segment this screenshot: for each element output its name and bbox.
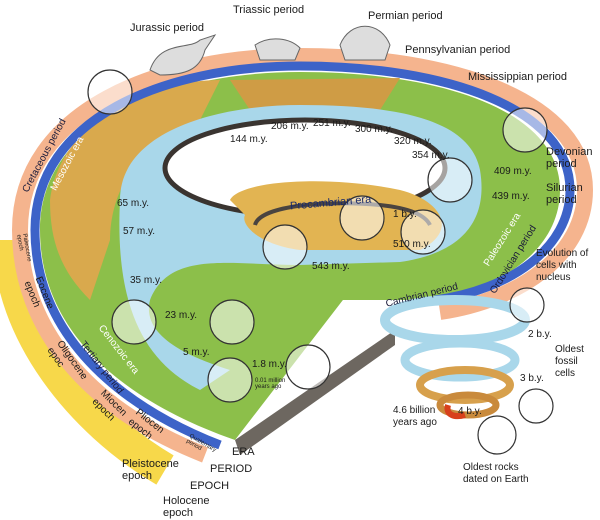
time-1-8: 1.8 m.y. (252, 359, 287, 370)
desert-top (230, 78, 400, 110)
time-3by: 3 b.y. (520, 373, 544, 384)
time-4by: 4 b.y. (458, 406, 482, 417)
time-409: 409 m.y. (494, 166, 532, 177)
trilobite-circle (339, 195, 385, 241)
time-35: 35 m.y. (130, 275, 163, 286)
human-circle (285, 344, 331, 390)
time-320: 320 m.y. (394, 136, 432, 147)
time-543: 543 m.y. (312, 261, 350, 272)
time-0-01: 0.01 million years ago (255, 378, 286, 390)
silurian-label: Silurian period (546, 182, 583, 206)
fossil-cell-circle (518, 388, 554, 424)
time-4-6: 4.6 billion years ago (393, 405, 437, 428)
slab-edge (235, 330, 395, 455)
time-1by: 1 b.y. (393, 209, 417, 220)
oldest-rocks-label: Oldest rocks dated on Earth (463, 462, 529, 485)
legend-era: ERA (232, 446, 255, 458)
nautiloid-circle (400, 209, 446, 255)
mississippian-label: Mississippian period (468, 71, 568, 83)
time-354: 354 m.y. (412, 150, 450, 161)
time-510: 510 m.y. (393, 239, 431, 250)
eurypterid-circle (502, 107, 548, 153)
worms-circle (262, 224, 308, 270)
crinoid-circle (427, 157, 473, 203)
time-2by: 2 b.y. (528, 329, 552, 340)
desert-left (50, 80, 220, 300)
time-23: 23 m.y. (165, 310, 198, 321)
ceratosaurus-circle (87, 69, 133, 115)
mammoth-circle (207, 357, 253, 403)
holocene-label: Holocene epoch (163, 495, 210, 519)
permian-label: Permian period (368, 10, 443, 22)
time-439: 439 m.y. (492, 191, 530, 202)
time-251: 251 m.y. (313, 118, 351, 129)
time-144: 144 m.y. (230, 134, 268, 145)
dinosaurs (149, 25, 391, 76)
time-300: 300 m.y. (355, 124, 393, 135)
devonian-label: Devonian period (546, 146, 593, 170)
epoch-band (0, 239, 174, 485)
legend-epoch: EPOCH (190, 480, 230, 492)
fossil-cells-label: Oldest fossil cells (555, 344, 584, 379)
pleistocene-label: Pleistocene epoch (122, 458, 179, 482)
nucleus-event-label: Evolution of cells with nucleus (536, 248, 589, 283)
time-5: 5 m.y. (183, 347, 210, 358)
rhino-circle (111, 299, 157, 345)
rock-circle (477, 415, 517, 455)
time-206: 206 m.y. (271, 121, 309, 132)
era-band (30, 61, 575, 450)
nucleus-cell-circle (509, 287, 545, 323)
jurassic-label: Jurassic period (130, 22, 204, 34)
pennsylvanian-label: Pennsylvanian period (405, 44, 511, 56)
time-57: 57 m.y. (123, 226, 156, 237)
triassic-label: Triassic period (233, 4, 305, 16)
time-65: 65 m.y. (117, 198, 150, 209)
legend-period: PERIOD (210, 463, 253, 475)
horse-circle (209, 299, 255, 345)
